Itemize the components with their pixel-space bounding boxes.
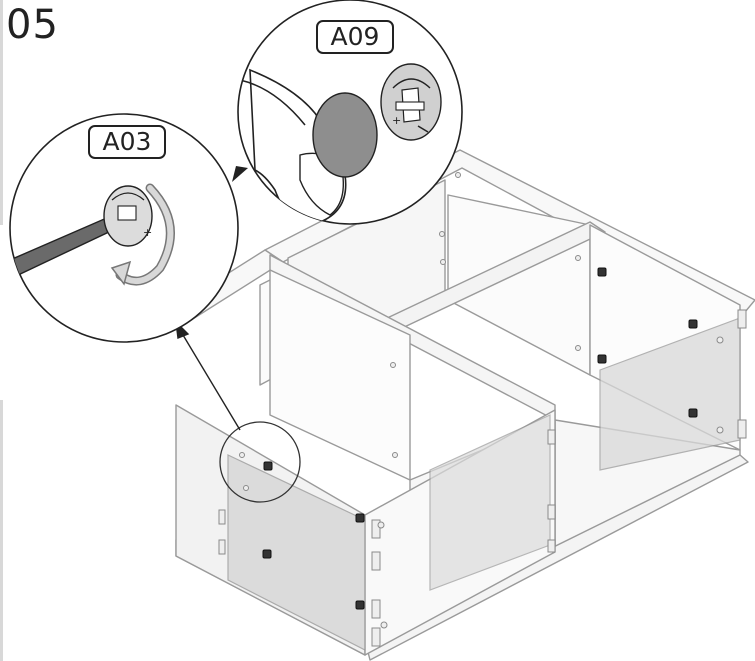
- shade-left-front: [227, 454, 366, 651]
- cam-lock-e: [597, 267, 607, 277]
- callout-a09-zoom: +: [237, 0, 463, 225]
- cam-lock-g: [688, 319, 698, 329]
- sequence-arrow: [232, 166, 248, 182]
- callout-a03-zoom: +: [9, 113, 239, 343]
- svg-text:+: +: [143, 226, 152, 239]
- part-label-a09: A09: [316, 20, 394, 54]
- cam-locks: [262, 267, 698, 610]
- left-edge-mark-lower: [0, 400, 3, 661]
- cam-lock-c: [262, 549, 272, 559]
- cam-lock-a: [263, 461, 273, 471]
- svg-text:+: +: [392, 114, 401, 127]
- panel-edge-dowels: [218, 172, 747, 647]
- cam-disc-side: [312, 92, 378, 178]
- detail-highlight-ring: [219, 421, 301, 503]
- left-edge-mark: [0, 0, 3, 225]
- cam-lock-h: [688, 408, 698, 418]
- cam-lock-f: [597, 354, 607, 364]
- step-number: 05: [6, 2, 59, 48]
- cam-lock-d: [355, 600, 365, 610]
- shaded-faces: [227, 317, 741, 651]
- cam-lock-b: [355, 513, 365, 523]
- part-label-a03: A03: [88, 125, 166, 159]
- shade-right-front: [599, 317, 741, 471]
